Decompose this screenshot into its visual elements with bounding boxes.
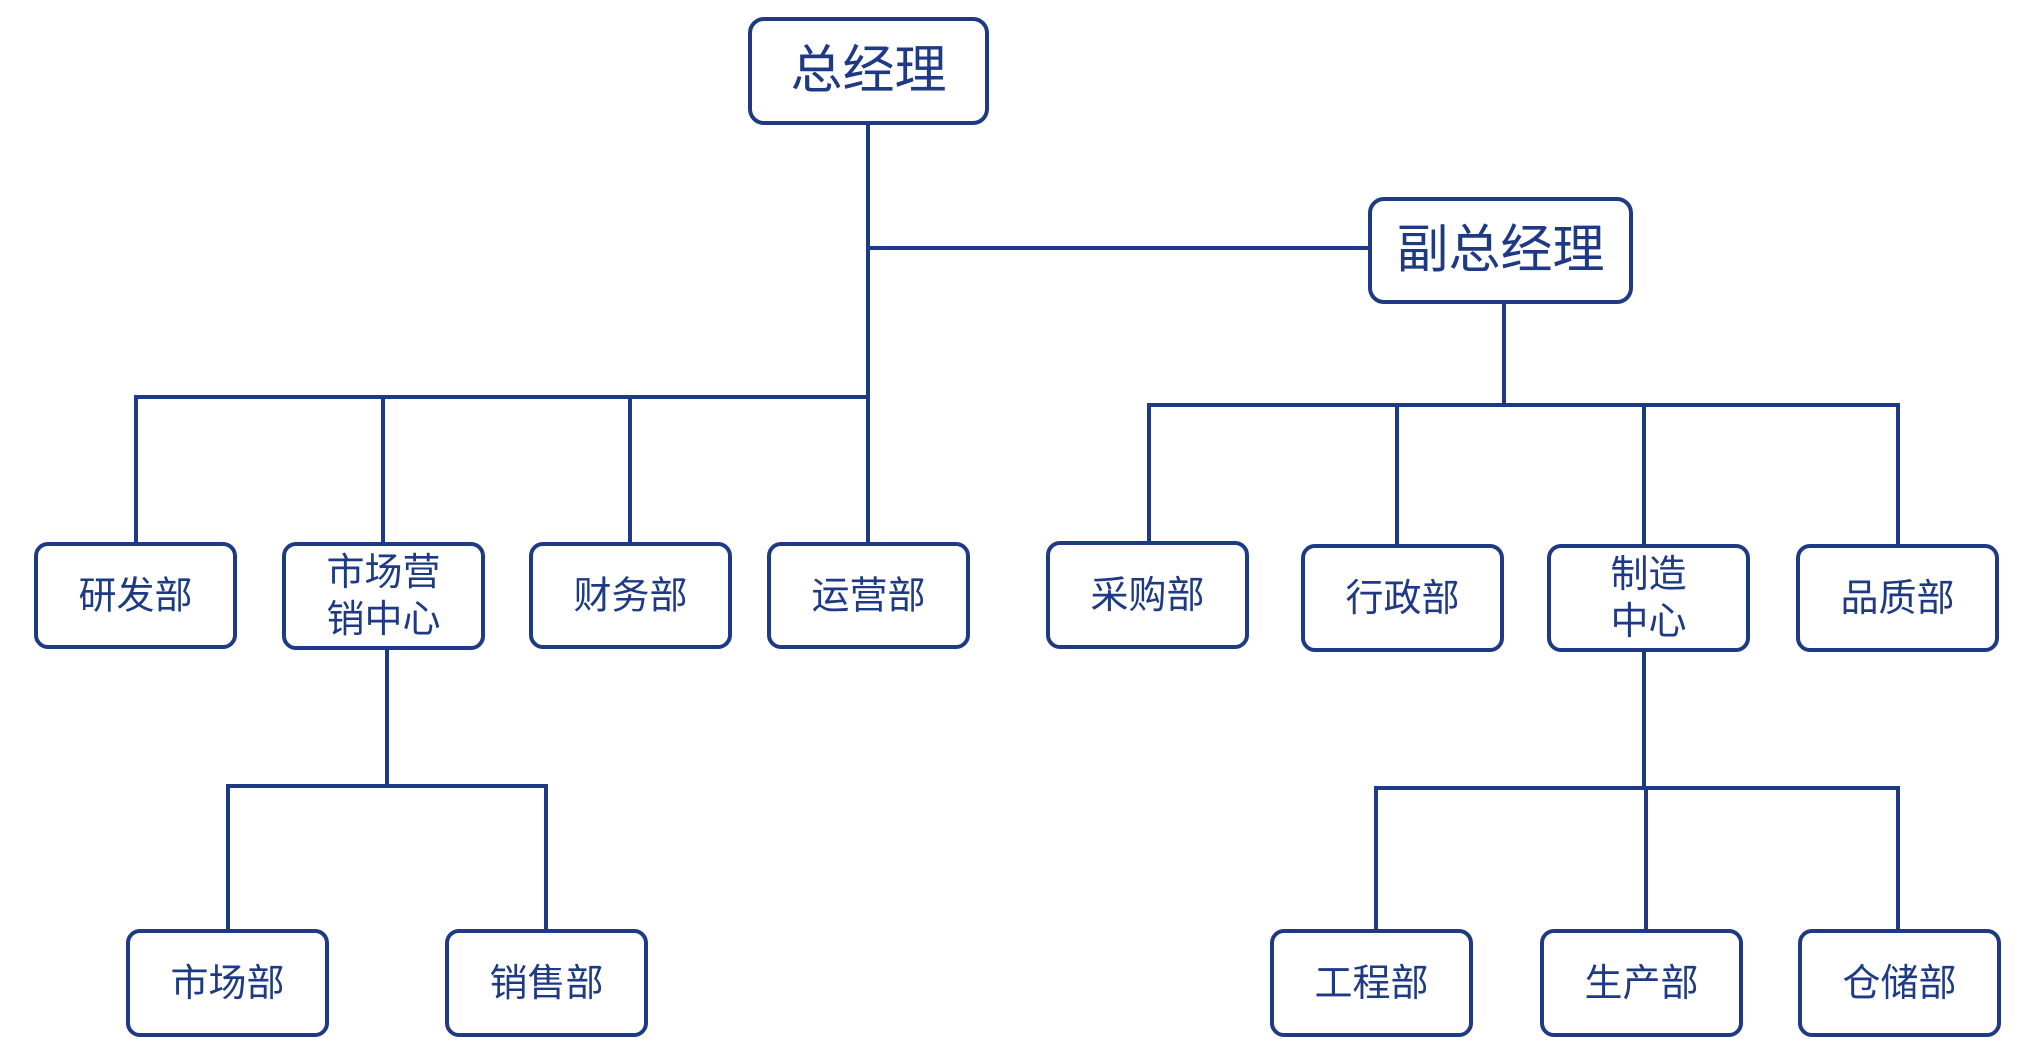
node-label-warehouse: 仓储部 — [1842, 961, 1956, 1005]
node-box-production — [1540, 929, 1743, 1037]
node-label-administration: 行政部 — [1345, 576, 1459, 620]
node-label-production: 生产部 — [1584, 961, 1698, 1005]
node-box-market-dept — [126, 929, 329, 1037]
node-label-manufacturing-center-line-2: 中心 — [1610, 599, 1686, 643]
node-box-sales-dept — [445, 929, 648, 1037]
node-label-purchasing: 采购部 — [1090, 573, 1204, 617]
node-deputy-gm: 副总经理 — [1368, 197, 1633, 304]
node-marketing-center: 市场营 销中心 — [282, 542, 485, 650]
node-label-sales-dept: 销售部 — [489, 961, 603, 1005]
node-production: 生产部 — [1540, 929, 1743, 1037]
node-sales-dept: 销售部 — [445, 929, 648, 1037]
node-purchasing: 采购部 — [1046, 541, 1249, 649]
node-box-warehouse — [1798, 929, 2001, 1037]
node-box-operations — [767, 542, 970, 649]
node-label-deputy-gm: 副总经理 — [1396, 221, 1604, 281]
node-box-engineering — [1270, 929, 1473, 1037]
node-label-marketing-center-line-2: 销中心 — [326, 597, 440, 641]
node-box-purchasing — [1046, 541, 1249, 649]
node-manufacturing-center: 制造 中心 — [1547, 544, 1750, 652]
node-box-rnd — [34, 542, 237, 649]
node-box-gm — [748, 17, 989, 125]
node-box-deputy-gm — [1368, 197, 1633, 304]
node-operations: 运营部 — [767, 542, 970, 649]
node-box-administration — [1301, 544, 1504, 652]
node-box-quality — [1796, 544, 1999, 652]
node-box-marketing-center — [282, 542, 485, 650]
node-quality: 品质部 — [1796, 544, 1999, 652]
node-box-finance — [529, 542, 732, 649]
node-label-rnd: 研发部 — [78, 574, 192, 618]
node-administration: 行政部 — [1301, 544, 1504, 652]
node-warehouse: 仓储部 — [1798, 929, 2001, 1037]
node-gm: 总经理 — [748, 17, 989, 125]
node-rnd: 研发部 — [34, 542, 237, 649]
node-label-engineering: 工程部 — [1314, 961, 1428, 1005]
node-label-manufacturing-center-line-1: 制造 — [1610, 552, 1686, 596]
connectors — [134, 121, 1900, 933]
node-market-dept: 市场部 — [126, 929, 329, 1037]
node-box-manufacturing-center — [1547, 544, 1750, 652]
node-label-gm: 总经理 — [790, 41, 946, 101]
node-engineering: 工程部 — [1270, 929, 1473, 1037]
node-label-marketing-center-line-1: 市场营 — [326, 550, 440, 594]
node-label-operations: 运营部 — [811, 574, 925, 618]
node-label-quality: 品质部 — [1840, 576, 1954, 620]
node-label-finance: 财务部 — [573, 574, 687, 618]
node-label-market-dept: 市场部 — [170, 961, 284, 1005]
node-finance: 财务部 — [529, 542, 732, 649]
